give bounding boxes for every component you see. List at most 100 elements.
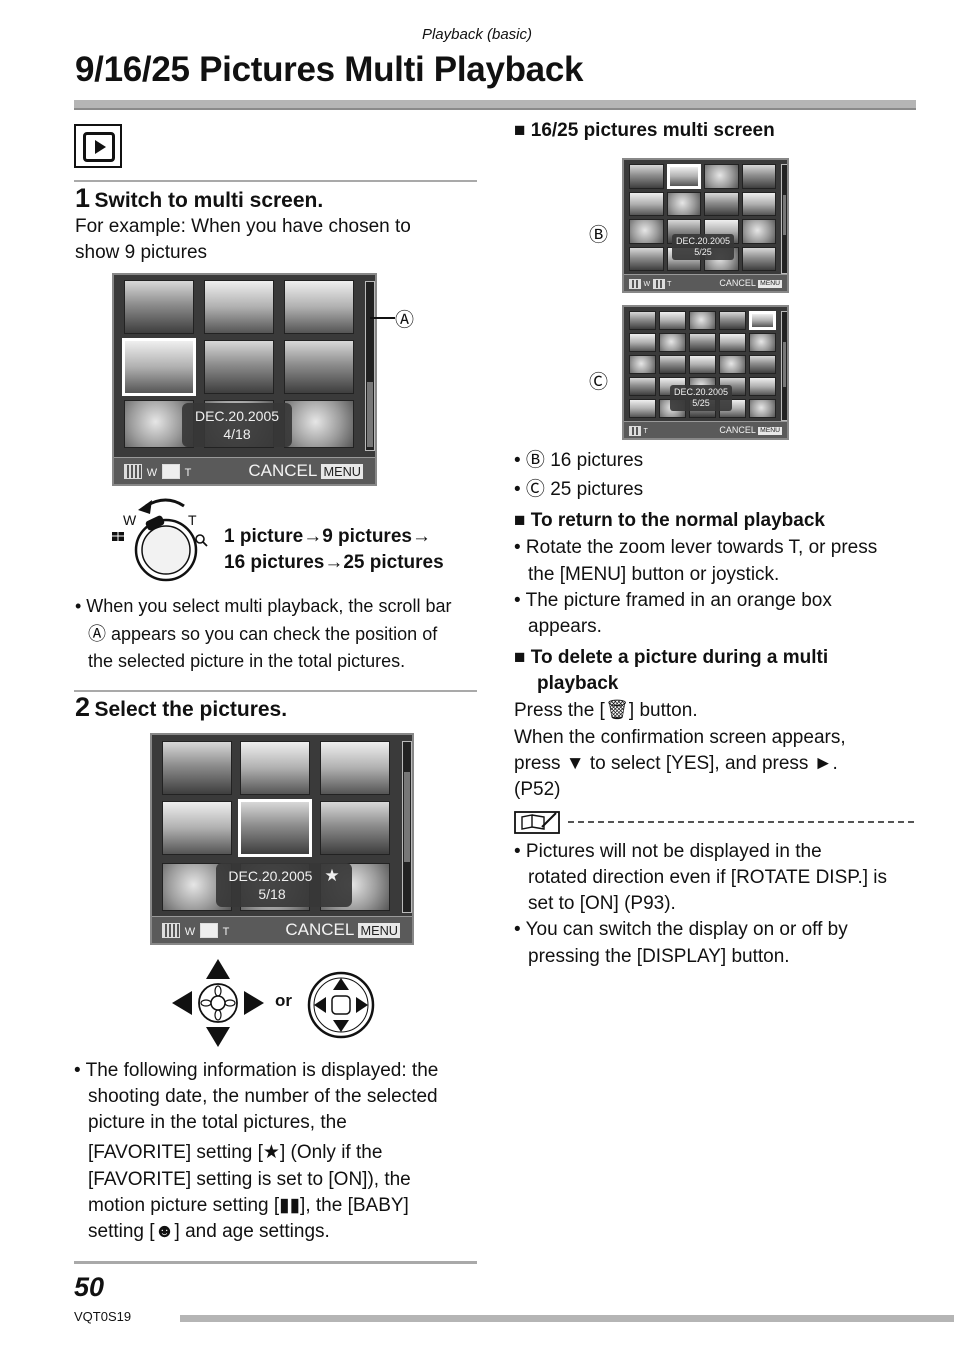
section-label: Playback (basic) (421, 26, 533, 43)
or-label: or (275, 991, 292, 1010)
thumbnail-selected (749, 311, 776, 330)
thumbnail (629, 219, 664, 244)
step2-number: 2 (75, 692, 91, 722)
doc-code: VQT0S19 (74, 1309, 132, 1324)
zoom-lever-diagram (112, 498, 208, 582)
heading-delete-2: playback (537, 673, 619, 694)
picture-counter: 5/25 (692, 398, 710, 408)
menu-tag: MENU (321, 463, 363, 480)
thumbnail (689, 311, 716, 330)
thumbnail (719, 333, 746, 352)
lcd-screen-select: DEC.20.2005 ★ 5/18 W T CANCEL MENU (150, 733, 414, 945)
lcd-screen-9: DEC.20.2005 4/18 W T CANCEL MENU (112, 273, 377, 486)
return-line-1: • Rotate the zoom lever towards T, or pr… (514, 537, 878, 558)
thumbnail (749, 377, 776, 396)
multi-grid-icon (652, 278, 665, 289)
info-line-3: picture in the total pictures, the (88, 1112, 347, 1133)
thumbnail (629, 399, 656, 418)
scroll-bar (781, 164, 787, 274)
lcd-status-bar: W T CANCEL MENU (152, 916, 412, 943)
scroll-bar (781, 311, 787, 421)
zoom-t-marker: T (188, 512, 197, 528)
step2-heading: 2 Select the pictures. (75, 692, 287, 723)
divider (74, 1261, 477, 1264)
step1-intro-2: show 9 pictures (75, 242, 208, 263)
thumbnail (741, 164, 776, 189)
thumbnail (719, 355, 746, 374)
heading-delete-1: ■ To delete a picture during a multi (514, 647, 829, 668)
zoom-w-label: W (184, 926, 196, 938)
step1-note-3: the selected picture in the total pictur… (88, 651, 406, 671)
thumbnail (704, 164, 739, 189)
zoom-t-label: T (184, 467, 192, 479)
cancel-label: CANCEL (248, 461, 317, 480)
cursor-buttons-icon (172, 959, 264, 1047)
note-line-2: rotated direction even if [ROTATE DISP.]… (528, 867, 888, 888)
note-line-3: set to [ON] (P93). (528, 893, 676, 914)
multi-grid-icon (629, 425, 641, 436)
thumbnail (162, 741, 232, 795)
delete-line-3: press ▼ to select [YES], and press ►. (514, 753, 838, 774)
zoom-w-label: W (643, 281, 651, 288)
note-dashed-line (568, 821, 914, 823)
zoom-w-label: W (146, 467, 158, 479)
menu-tag: MENU (758, 426, 782, 435)
multi-grid-icon (124, 464, 142, 480)
zoom-t-label: T (643, 428, 648, 435)
single-picture-icon (199, 923, 218, 939)
info-line-6: motion picture setting [▮▮], the [BABY] (88, 1195, 409, 1216)
delete-line-2: When the confirmation screen appears, (514, 727, 846, 748)
picture-counter: 4/18 (223, 426, 251, 442)
thumbnail (659, 355, 686, 374)
heading-return-normal: ■ To return to the normal playback (514, 510, 825, 531)
date-counter-box: DEC.20.2005 5/25 (672, 234, 734, 260)
thumbnail (162, 801, 232, 855)
thumbnail (689, 333, 716, 352)
info-line-2: shooting date, the number of the selecte… (88, 1086, 438, 1107)
callout-label-a: Ⓐ (395, 310, 415, 331)
thumbnail (629, 333, 656, 352)
thumbnail (749, 355, 776, 374)
favorite-star-icon: ★ (324, 866, 340, 885)
thumbnail (749, 333, 776, 352)
thumbnail-selected (238, 799, 312, 857)
scroll-bar (402, 741, 412, 913)
date-counter-box: DEC.20.2005 ★ 5/18 (216, 863, 352, 907)
thumbnail (320, 741, 390, 795)
zoom-t-label: T (667, 281, 672, 288)
thumbnail (284, 340, 354, 394)
thumbnail (629, 191, 664, 216)
delete-line-1: Press the [🗑] button. (514, 700, 698, 721)
shooting-date: DEC.20.2005 (675, 236, 731, 246)
thumbnail (719, 311, 746, 330)
thumbnail (659, 311, 686, 330)
thumbnail (204, 340, 274, 394)
thumbnail (629, 246, 664, 271)
step1-number: 1 (75, 183, 91, 213)
lcd-status-bar: W T CANCEL MENU (624, 274, 787, 291)
step1-note-2: Ⓐ appears so you can check the position … (88, 624, 438, 644)
divider (74, 180, 477, 182)
callout-label-c: Ⓒ (589, 372, 609, 393)
thumbnail (629, 355, 656, 374)
picture-counter: 5/18 (258, 886, 286, 902)
step1-title: Switch to multi screen. (94, 189, 324, 212)
page-title: 9/16/25 Pictures Multi Playback (75, 50, 584, 89)
bullet-25-pictures: • Ⓒ 25 pictures (514, 479, 644, 500)
thumbnail (204, 280, 274, 334)
thumbnail (689, 355, 716, 374)
return-line-3: • The picture framed in an orange box (514, 590, 832, 611)
thumbnail (284, 400, 354, 448)
multi-grid-icon (162, 923, 180, 939)
date-counter-box: DEC.20.2005 5/25 (670, 385, 732, 411)
zoom-t-label: T (222, 926, 230, 938)
cancel-label: CANCEL (285, 920, 354, 939)
joystick-icon (307, 971, 375, 1039)
thumbnail (704, 191, 739, 216)
thumbnail (629, 377, 656, 396)
note-line-5: pressing the [DISPLAY] button. (528, 946, 790, 967)
info-line-7: setting [☻] and age settings. (88, 1221, 330, 1242)
thumbnail (741, 191, 776, 216)
shooting-date: DEC.20.2005 (194, 408, 280, 424)
thumbnail (741, 246, 776, 271)
